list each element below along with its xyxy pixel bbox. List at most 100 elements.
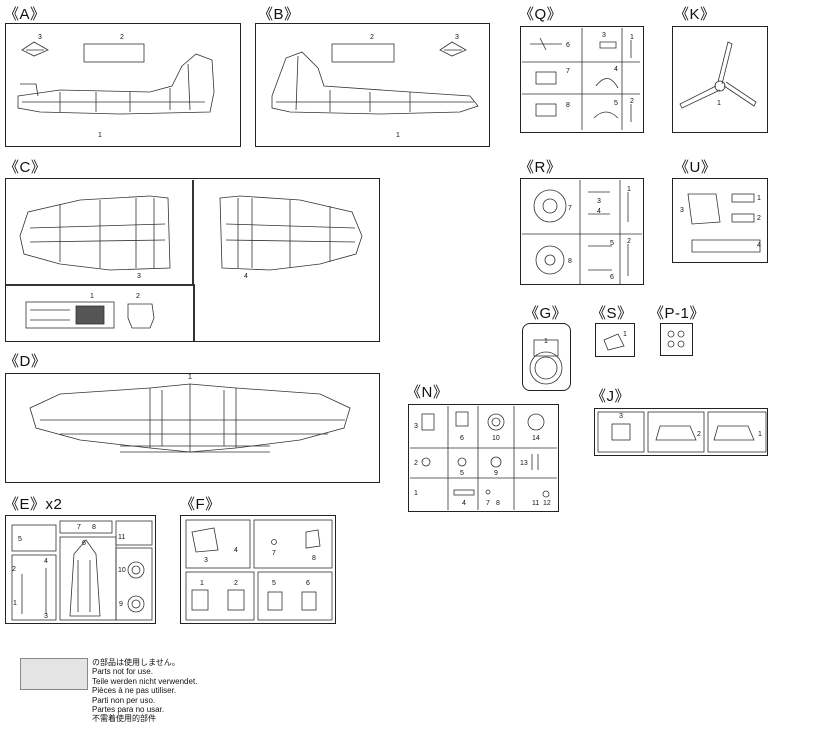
part-number-j-1: 1 <box>758 431 762 438</box>
part-number-f-4: 4 <box>234 547 238 554</box>
wing-upper-right-drawing <box>219 195 363 271</box>
part-number-n-9: 9 <box>494 470 498 477</box>
part-number-q-3: 3 <box>602 32 606 39</box>
part-number-n-5: 5 <box>460 470 464 477</box>
sprue-label-k: 《K》 <box>674 6 716 23</box>
part-number-e-7: 7 <box>77 524 81 531</box>
part-number-e-3: 3 <box>44 613 48 620</box>
part-number-u-1: 1 <box>757 195 761 202</box>
sprue-label-e: 《E》x2 <box>4 493 62 514</box>
sprue-frame-g <box>522 323 571 391</box>
legend-line-de: Teile werden nicht verwendet. <box>92 676 198 686</box>
part-number-f-7: 7 <box>272 550 276 557</box>
part-number-r-2: 2 <box>627 238 631 245</box>
sprue-label-e-text: 《E》 <box>4 496 46 513</box>
sprue-frame-d <box>5 373 380 483</box>
part-number-n-2: 2 <box>414 460 418 467</box>
cockpit-floor-drawing <box>25 301 155 329</box>
sprue-c-divider-1 <box>192 180 194 284</box>
canopy-drawing <box>529 339 563 385</box>
sprue-frame-u <box>672 178 768 263</box>
sprue-q-drawings <box>522 28 640 130</box>
part-number-e-4: 4 <box>44 558 48 565</box>
sprue-c-divider-3 <box>193 284 195 341</box>
sprue-label-d: 《D》 <box>4 353 47 370</box>
part-number-r-6: 6 <box>610 274 614 281</box>
sprue-label-c: 《C》 <box>4 159 47 176</box>
part-number-f-8: 8 <box>312 555 316 562</box>
sprue-f-drawings <box>185 519 333 621</box>
part-number-g-1: 1 <box>544 338 548 345</box>
part-number-a-1: 1 <box>98 132 102 139</box>
sprue-frame-c <box>5 178 380 342</box>
legend-line-ja: の部品は使用しません。 <box>92 658 180 667</box>
sprue-frame-r <box>520 178 644 285</box>
part-number-q-2: 2 <box>630 98 634 105</box>
wing-upper-left-drawing <box>19 195 171 271</box>
sprue-s-part-drawing <box>603 333 625 351</box>
part-number-j-3: 3 <box>619 413 623 420</box>
wing-lower-drawing <box>29 383 351 453</box>
sprue-frame-a <box>5 23 241 147</box>
part-number-c-3: 3 <box>137 273 141 280</box>
sprue-label-r: 《R》 <box>519 159 562 176</box>
part-number-n-13: 13 <box>520 460 528 467</box>
part-number-q-4: 4 <box>614 66 618 73</box>
part-number-n-14: 14 <box>532 435 540 442</box>
part-number-u-3: 3 <box>680 207 684 214</box>
sprue-p1-drawing <box>667 330 685 348</box>
legend-line-en: Parts not for use. <box>92 667 153 677</box>
part-number-q-1: 1 <box>630 34 634 41</box>
part-number-n-8: 8 <box>496 500 500 507</box>
sprue-u-drawings <box>687 193 761 253</box>
part-number-c-1: 1 <box>90 293 94 300</box>
sprue-frame-k <box>672 26 768 133</box>
part-number-u-2: 2 <box>757 215 761 222</box>
part-number-q-8: 8 <box>566 102 570 109</box>
sprue-frame-n <box>408 404 559 512</box>
part-number-f-6: 6 <box>306 580 310 587</box>
part-number-e-9: 9 <box>119 601 123 608</box>
sprue-label-a: 《A》 <box>4 6 46 23</box>
sprue-label-u: 《U》 <box>674 159 717 176</box>
unused-parts-swatch <box>20 658 88 690</box>
sprue-frame-b <box>255 23 490 147</box>
part-number-r-5: 5 <box>610 240 614 247</box>
part-number-n-1: 1 <box>414 490 418 497</box>
part-number-b-2: 2 <box>370 34 374 41</box>
sprue-r-drawings <box>522 180 642 284</box>
part-number-n-3: 3 <box>414 423 418 430</box>
sprue-frame-s <box>595 323 635 357</box>
part-number-r-1: 1 <box>627 186 631 193</box>
sprue-label-q: 《Q》 <box>519 6 563 23</box>
part-number-j-2: 2 <box>697 431 701 438</box>
part-number-b-1: 1 <box>396 132 400 139</box>
part-number-s-1: 1 <box>623 331 627 338</box>
sprue-label-n: 《N》 <box>406 384 449 401</box>
sprue-frame-p1 <box>660 323 693 356</box>
part-number-u-4: 4 <box>757 242 761 249</box>
part-number-r-8: 8 <box>568 258 572 265</box>
fuselage-right-drawing <box>271 41 479 115</box>
sprue-e-multiplier: x2 <box>45 496 63 513</box>
part-number-n-11: 11 <box>532 500 540 507</box>
sprue-frame-q <box>520 26 644 133</box>
propeller-drawing <box>679 41 757 109</box>
part-number-b-3: 3 <box>455 34 459 41</box>
legend-line-zh: 不需着使用的部件 <box>92 714 156 724</box>
sprue-label-j: 《J》 <box>591 388 631 405</box>
sprue-label-f: 《F》 <box>180 496 221 513</box>
part-number-c-4: 4 <box>244 273 248 280</box>
sprue-n-drawings <box>410 406 557 510</box>
part-number-r-7: 7 <box>568 205 572 212</box>
part-number-e-11: 11 <box>118 534 126 541</box>
legend-line-es: Partes para no usar. <box>92 705 165 715</box>
part-number-q-5: 5 <box>614 100 618 107</box>
part-number-q-6: 6 <box>566 42 570 49</box>
sprue-label-b: 《B》 <box>258 6 300 23</box>
part-number-f-2: 2 <box>234 580 238 587</box>
part-number-n-12: 12 <box>543 500 551 507</box>
part-number-e-1: 1 <box>13 600 17 607</box>
part-number-e-6: 6 <box>82 540 86 547</box>
